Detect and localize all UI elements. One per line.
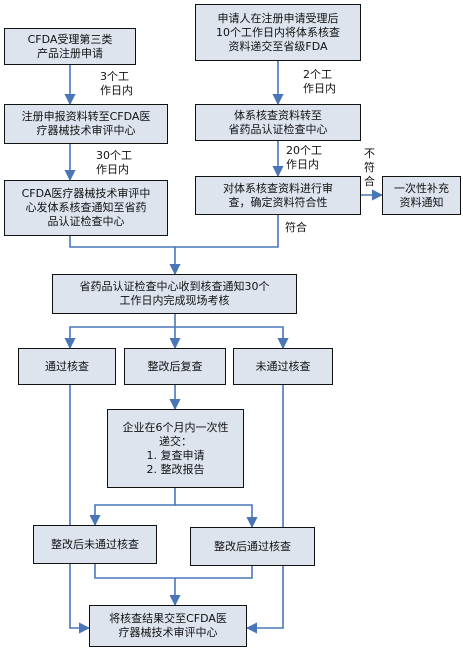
node-transfer-provincial: 体系核查资料转至 省药品认证检查中心 [195, 104, 361, 141]
arrow-pass-to-final [69, 385, 91, 634]
arrow-fail-to-final [245, 385, 284, 634]
label-nonconform: 不 符 合 [364, 147, 375, 188]
node-submit-within-6-months: 企业在6个月内一次性 递交： 1. 复查申请 2. 整改报告 [107, 409, 244, 488]
node-supplement-notice: 一次性补充 资料通知 [382, 176, 461, 215]
label-3-workdays: 3个工 作日内 [100, 70, 133, 97]
node-cfda-accept: CFDA受理第三类 产品注册申请 [4, 28, 136, 65]
node-pass: 通过核查 [18, 348, 116, 385]
node-pass-after-fix: 整改后通过核查 [190, 527, 315, 566]
node-review-docs: 对体系核查资料进行审 查，确定资料符合性 [195, 176, 361, 215]
line-pass-after-fix-down [175, 566, 253, 579]
line-notice-to-onsite [69, 236, 175, 248]
arrow-review-to-onsite [169, 215, 279, 276]
label-conform: 符合 [285, 221, 307, 234]
node-fail: 未通过核查 [233, 348, 333, 385]
arrow-submit-to-pass-after-fix [175, 504, 258, 529]
line-fail-after-fix-down [94, 564, 175, 579]
node-onsite-inspection: 省药品认证检查中心收到核查通知30个 工作日内完成现场考核 [52, 274, 297, 314]
label-30-workdays: 30个工 作日内 [96, 149, 132, 176]
arrow-submit-to-fail-after-fix [89, 488, 176, 527]
arrow-onsite-to-pass [64, 314, 176, 350]
node-recheck: 整改后复查 [124, 348, 226, 385]
node-fail-after-fix: 整改后未通过核查 [33, 525, 157, 564]
arrow-onsite-to-fail [175, 326, 289, 350]
node-final: 将核查结果交至CFDA医 疗器械技术审评中心 [89, 605, 247, 647]
node-transfer-cfda: 注册申报资料转至CFDA医 疗器械技术审评中心 [4, 104, 168, 144]
node-applicant-submit: 申请人在注册申请受理后 10个工作日内将体系核查 资料递交至省级FDA [195, 4, 361, 61]
node-review-center-notice: CFDA医疗器械技术审评中 心发体系核查通知至省药 品认证检查中心 [4, 180, 168, 236]
label-2-workdays: 2个工 作日内 [303, 68, 336, 95]
label-20-workdays: 20个工 作日内 [286, 144, 322, 171]
